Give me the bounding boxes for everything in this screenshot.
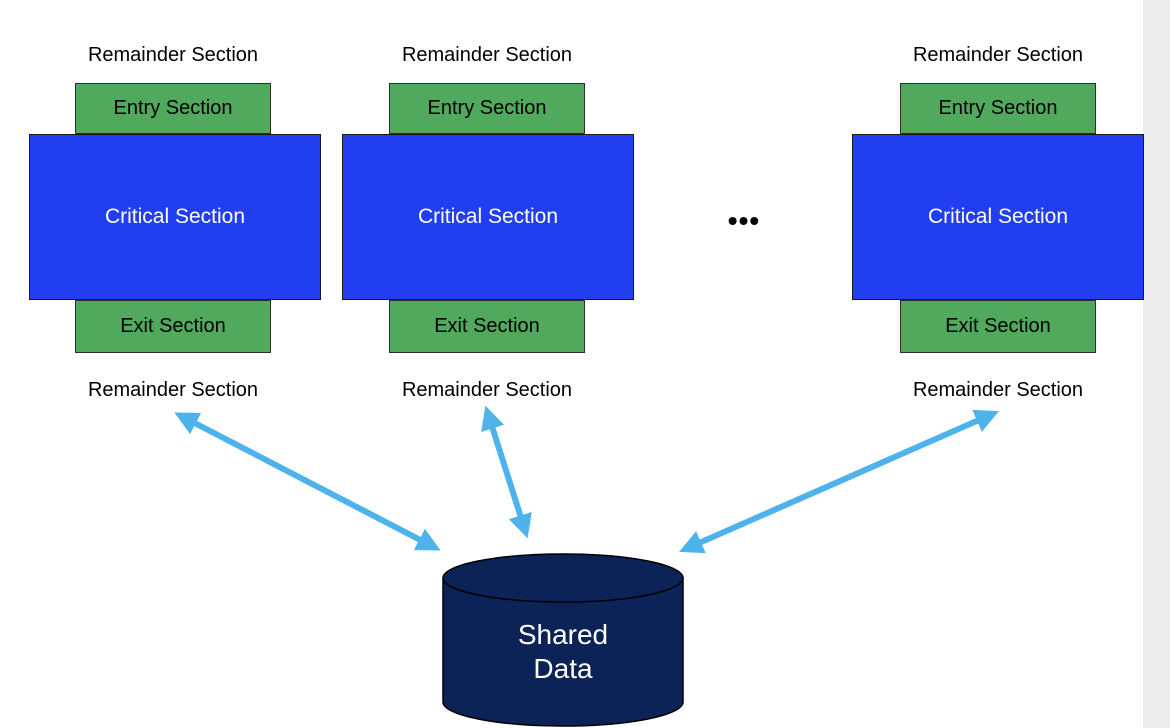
remainder-section-bottom-label: Remainder Section <box>401 379 573 401</box>
remainder-section-bottom-label: Remainder Section <box>912 379 1084 401</box>
remainder-section-top-label: Remainder Section <box>912 44 1084 66</box>
entry-section-box: Entry Section <box>900 83 1096 134</box>
exit-section-box: Exit Section <box>900 300 1096 353</box>
arrow-process3-shared-data <box>679 409 999 554</box>
arrow-process2-shared-data <box>481 405 532 539</box>
exit-section-box: Exit Section <box>389 300 585 353</box>
entry-section-box: Entry Section <box>75 83 271 134</box>
exit-section-box: Exit Section <box>75 300 271 353</box>
side-strip <box>1143 0 1170 728</box>
entry-section-box: Entry Section <box>389 83 585 134</box>
shared-data-cylinder <box>442 553 684 727</box>
ellipsis: ••• <box>727 205 761 236</box>
critical-section-box: Critical Section <box>852 134 1144 300</box>
remainder-section-top-label: Remainder Section <box>87 44 259 66</box>
arrow-process1-shared-data <box>174 412 441 551</box>
remainder-section-bottom-label: Remainder Section <box>87 379 259 401</box>
critical-section-box: Critical Section <box>342 134 634 300</box>
critical-section-box: Critical Section <box>29 134 321 300</box>
shared-data-line2: Data <box>533 653 593 684</box>
remainder-section-top-label: Remainder Section <box>401 44 573 66</box>
shared-data-line1: Shared <box>517 619 609 650</box>
shared-data-label: Shared Data <box>443 618 683 686</box>
